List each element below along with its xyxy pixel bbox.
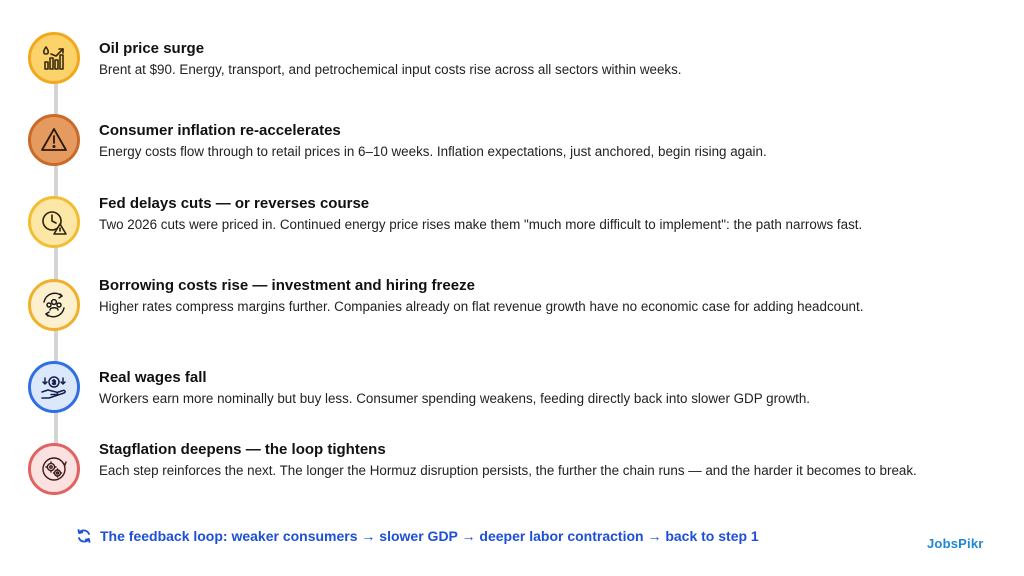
feedback-loop-text: The feedback loop: weaker consumers → sl…	[100, 528, 759, 544]
step-description: Brent at $90. Energy, transport, and pet…	[99, 62, 682, 77]
step-description: Workers earn more nominally but buy less…	[99, 391, 811, 406]
step-description: Higher rates compress margins further. C…	[99, 299, 864, 314]
step-description: Energy costs flow through to retail pric…	[99, 144, 767, 159]
step-description: Each step reinforces the next. The longe…	[99, 463, 917, 478]
jobspikr-logo: JobsPikr	[927, 536, 984, 551]
feedback-loop-callout: The feedback loop: weaker consumers → sl…	[76, 528, 759, 544]
step-title: Stagflation deepens — the loop tightens	[99, 441, 386, 458]
refresh-icon	[76, 528, 92, 544]
step-description: Two 2026 cuts were priced in. Continued …	[99, 217, 863, 232]
oil-growth-chart-icon	[28, 32, 80, 84]
team-cycle-icon	[28, 279, 80, 331]
clock-warning-icon	[28, 196, 80, 248]
step-title: Fed delays cuts — or reverses course	[99, 195, 370, 212]
step-title: Oil price surge	[99, 40, 205, 57]
step-title: Consumer inflation re-accelerates	[99, 122, 341, 139]
warning-triangle-icon	[28, 114, 80, 166]
hand-money-icon	[28, 361, 80, 413]
step-title: Borrowing costs rise — investment and hi…	[99, 277, 475, 294]
timeline-connector	[54, 84, 58, 464]
gears-cycle-icon	[28, 443, 80, 495]
step-title: Real wages fall	[99, 369, 207, 386]
